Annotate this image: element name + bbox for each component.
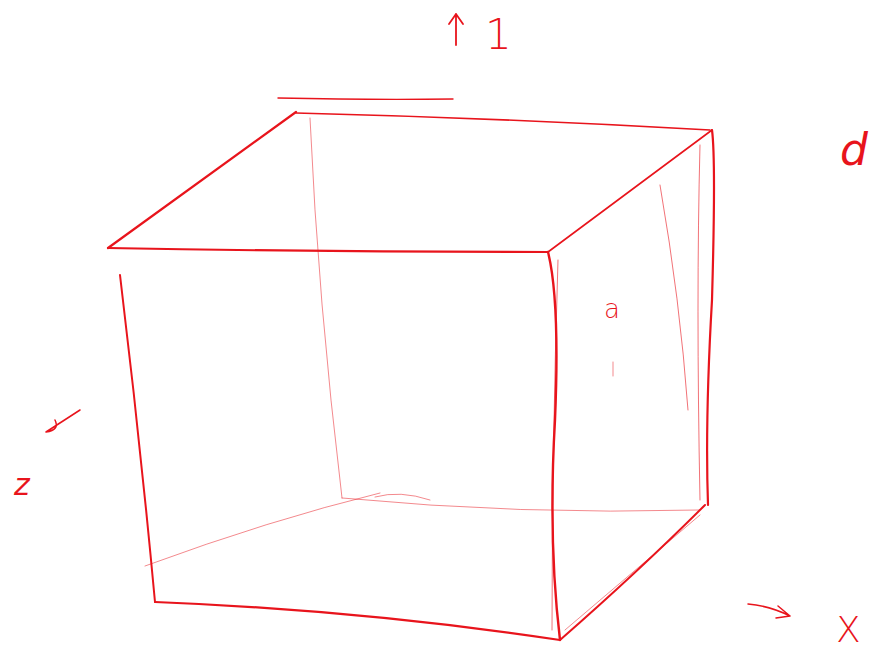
dimension-label: a	[604, 296, 620, 322]
axis-label: 1	[485, 14, 512, 56]
axis-label: z	[14, 470, 30, 500]
axis-label: X	[836, 612, 861, 648]
dimension-label: d	[840, 128, 868, 172]
